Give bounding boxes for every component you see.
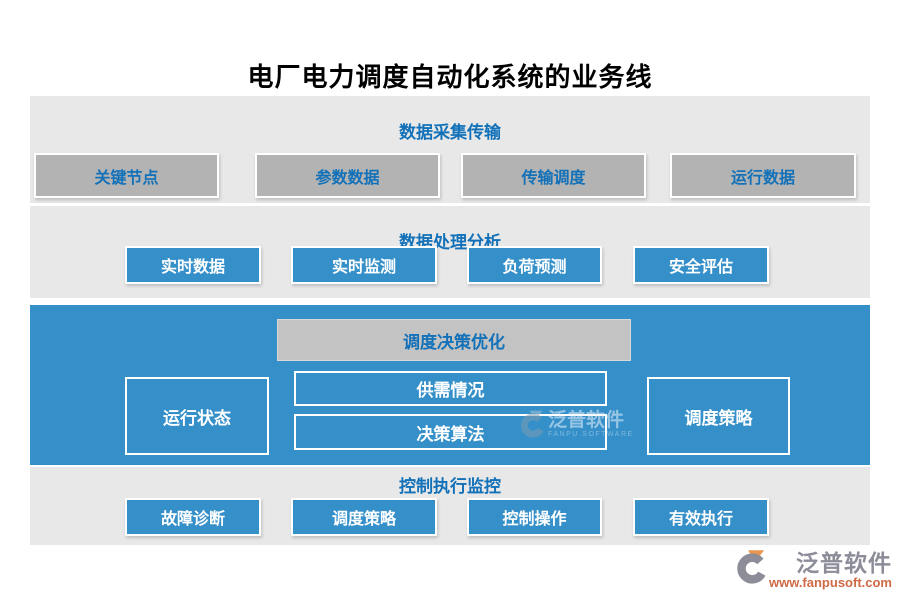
- node-realtime-data: 实时数据: [125, 246, 261, 284]
- node-dispatch-strategy: 调度策略: [647, 377, 790, 455]
- node-realtime-monitoring: 实时监测: [291, 246, 437, 284]
- diagram-title: 电厂电力调度自动化系统的业务线: [247, 62, 653, 92]
- section-control-monitoring: 控制执行监控 故障诊断 调度策略 控制操作 有效执行: [30, 467, 870, 545]
- node-operation-data: 运行数据: [670, 153, 856, 198]
- node-operation-status: 运行状态: [125, 377, 269, 455]
- node-dispatch-decision-optimization: 调度决策优化: [277, 319, 631, 361]
- section-dispatch-decision: 调度决策优化 运行状态 供需情况 决策算法 调度策略 泛普软件 FANPU SO…: [30, 305, 870, 465]
- node-control-operation: 控制操作: [467, 498, 602, 536]
- node-dispatch-strategy-2: 调度策略: [291, 498, 437, 536]
- node-parameter-data: 参数数据: [255, 153, 440, 198]
- logo-website: www.fanpusoft.com: [768, 575, 892, 590]
- section-data-processing: 数据处理分析 实时数据 实时监测 负荷预测 安全评估: [30, 206, 870, 298]
- node-key-nodes: 关键节点: [34, 153, 219, 198]
- node-fault-diagnosis: 故障诊断: [125, 498, 261, 536]
- node-security-assessment: 安全评估: [633, 246, 769, 284]
- section-heading-control-monitoring: 控制执行监控: [399, 477, 501, 496]
- node-decision-algorithm: 决策算法: [294, 414, 607, 450]
- node-transmission-dispatch: 传输调度: [461, 153, 646, 198]
- logo-company-name: 泛普软件: [796, 550, 892, 576]
- node-effective-execution: 有效执行: [633, 498, 769, 536]
- section-data-collection: 数据采集传输 关键节点 参数数据 传输调度 运行数据: [30, 96, 870, 203]
- node-supply-demand: 供需情况: [294, 371, 607, 406]
- fanpu-logo-icon: [736, 549, 766, 592]
- node-load-forecast: 负荷预测: [467, 246, 602, 284]
- fanpu-logo: 泛普软件 www.fanpusoft.com: [736, 549, 892, 592]
- section-heading-data-collection: 数据采集传输: [399, 123, 501, 142]
